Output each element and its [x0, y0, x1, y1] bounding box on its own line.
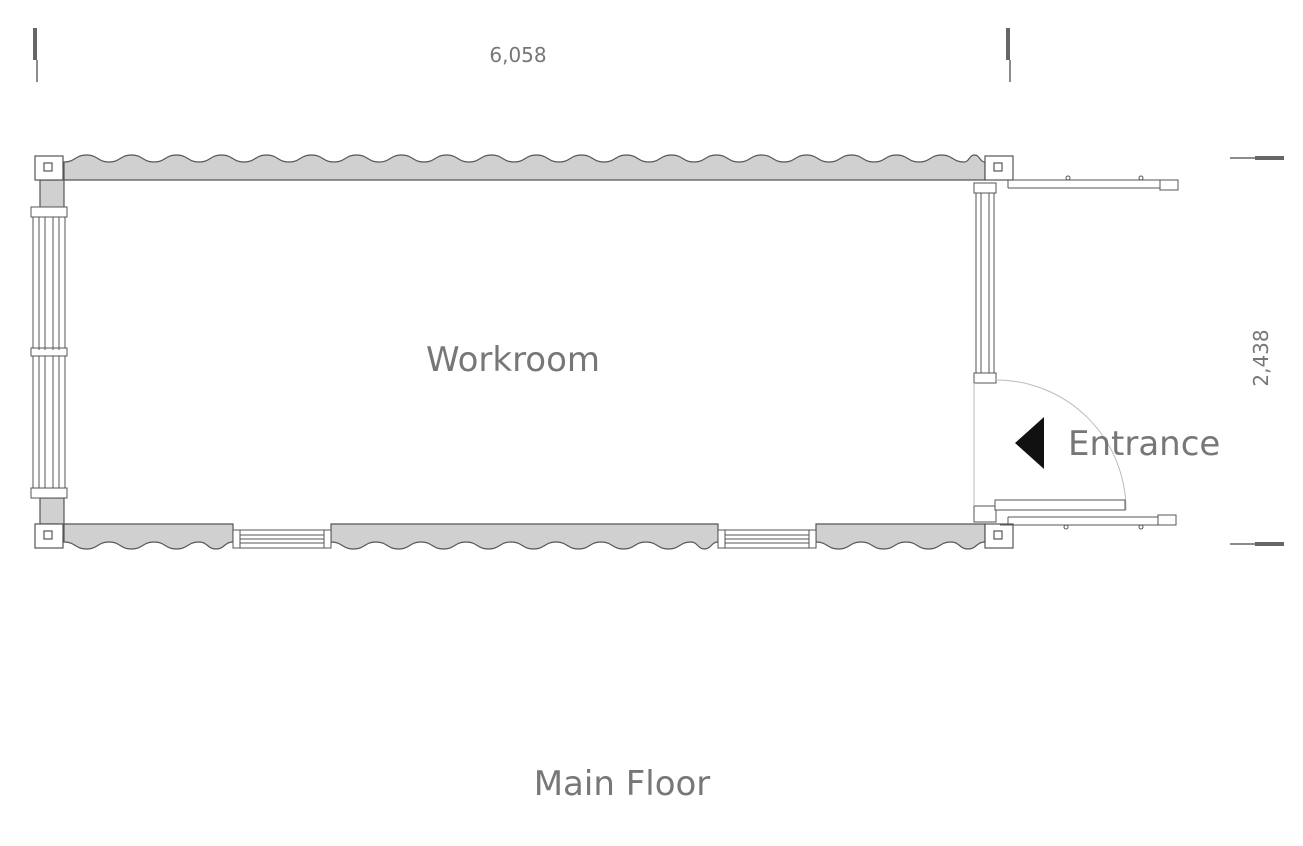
length-dimension-label: 6,058: [489, 43, 546, 67]
length-dimension-marks: [33, 28, 1011, 82]
room-label: Workroom: [426, 340, 600, 380]
cargo-door-bottom: [1000, 514, 1177, 530]
bottom-wall: [63, 523, 986, 550]
cargo-door-top: [1000, 175, 1179, 191]
floor-caption: Main Floor: [534, 764, 711, 804]
right-end-frame: [973, 182, 997, 523]
width-dimension-label: 2,438: [1249, 329, 1273, 386]
entrance-label: Entrance: [1068, 424, 1220, 464]
left-end-window: [30, 206, 68, 499]
bottom-window-right: [717, 529, 817, 549]
width-dimension-marks: [1230, 156, 1284, 546]
top-wall: [63, 154, 986, 181]
entrance-arrow-icon: [1015, 417, 1044, 469]
bottom-window-left: [232, 529, 332, 549]
entrance-door: [973, 379, 1127, 511]
corner-posts: [34, 155, 1014, 549]
